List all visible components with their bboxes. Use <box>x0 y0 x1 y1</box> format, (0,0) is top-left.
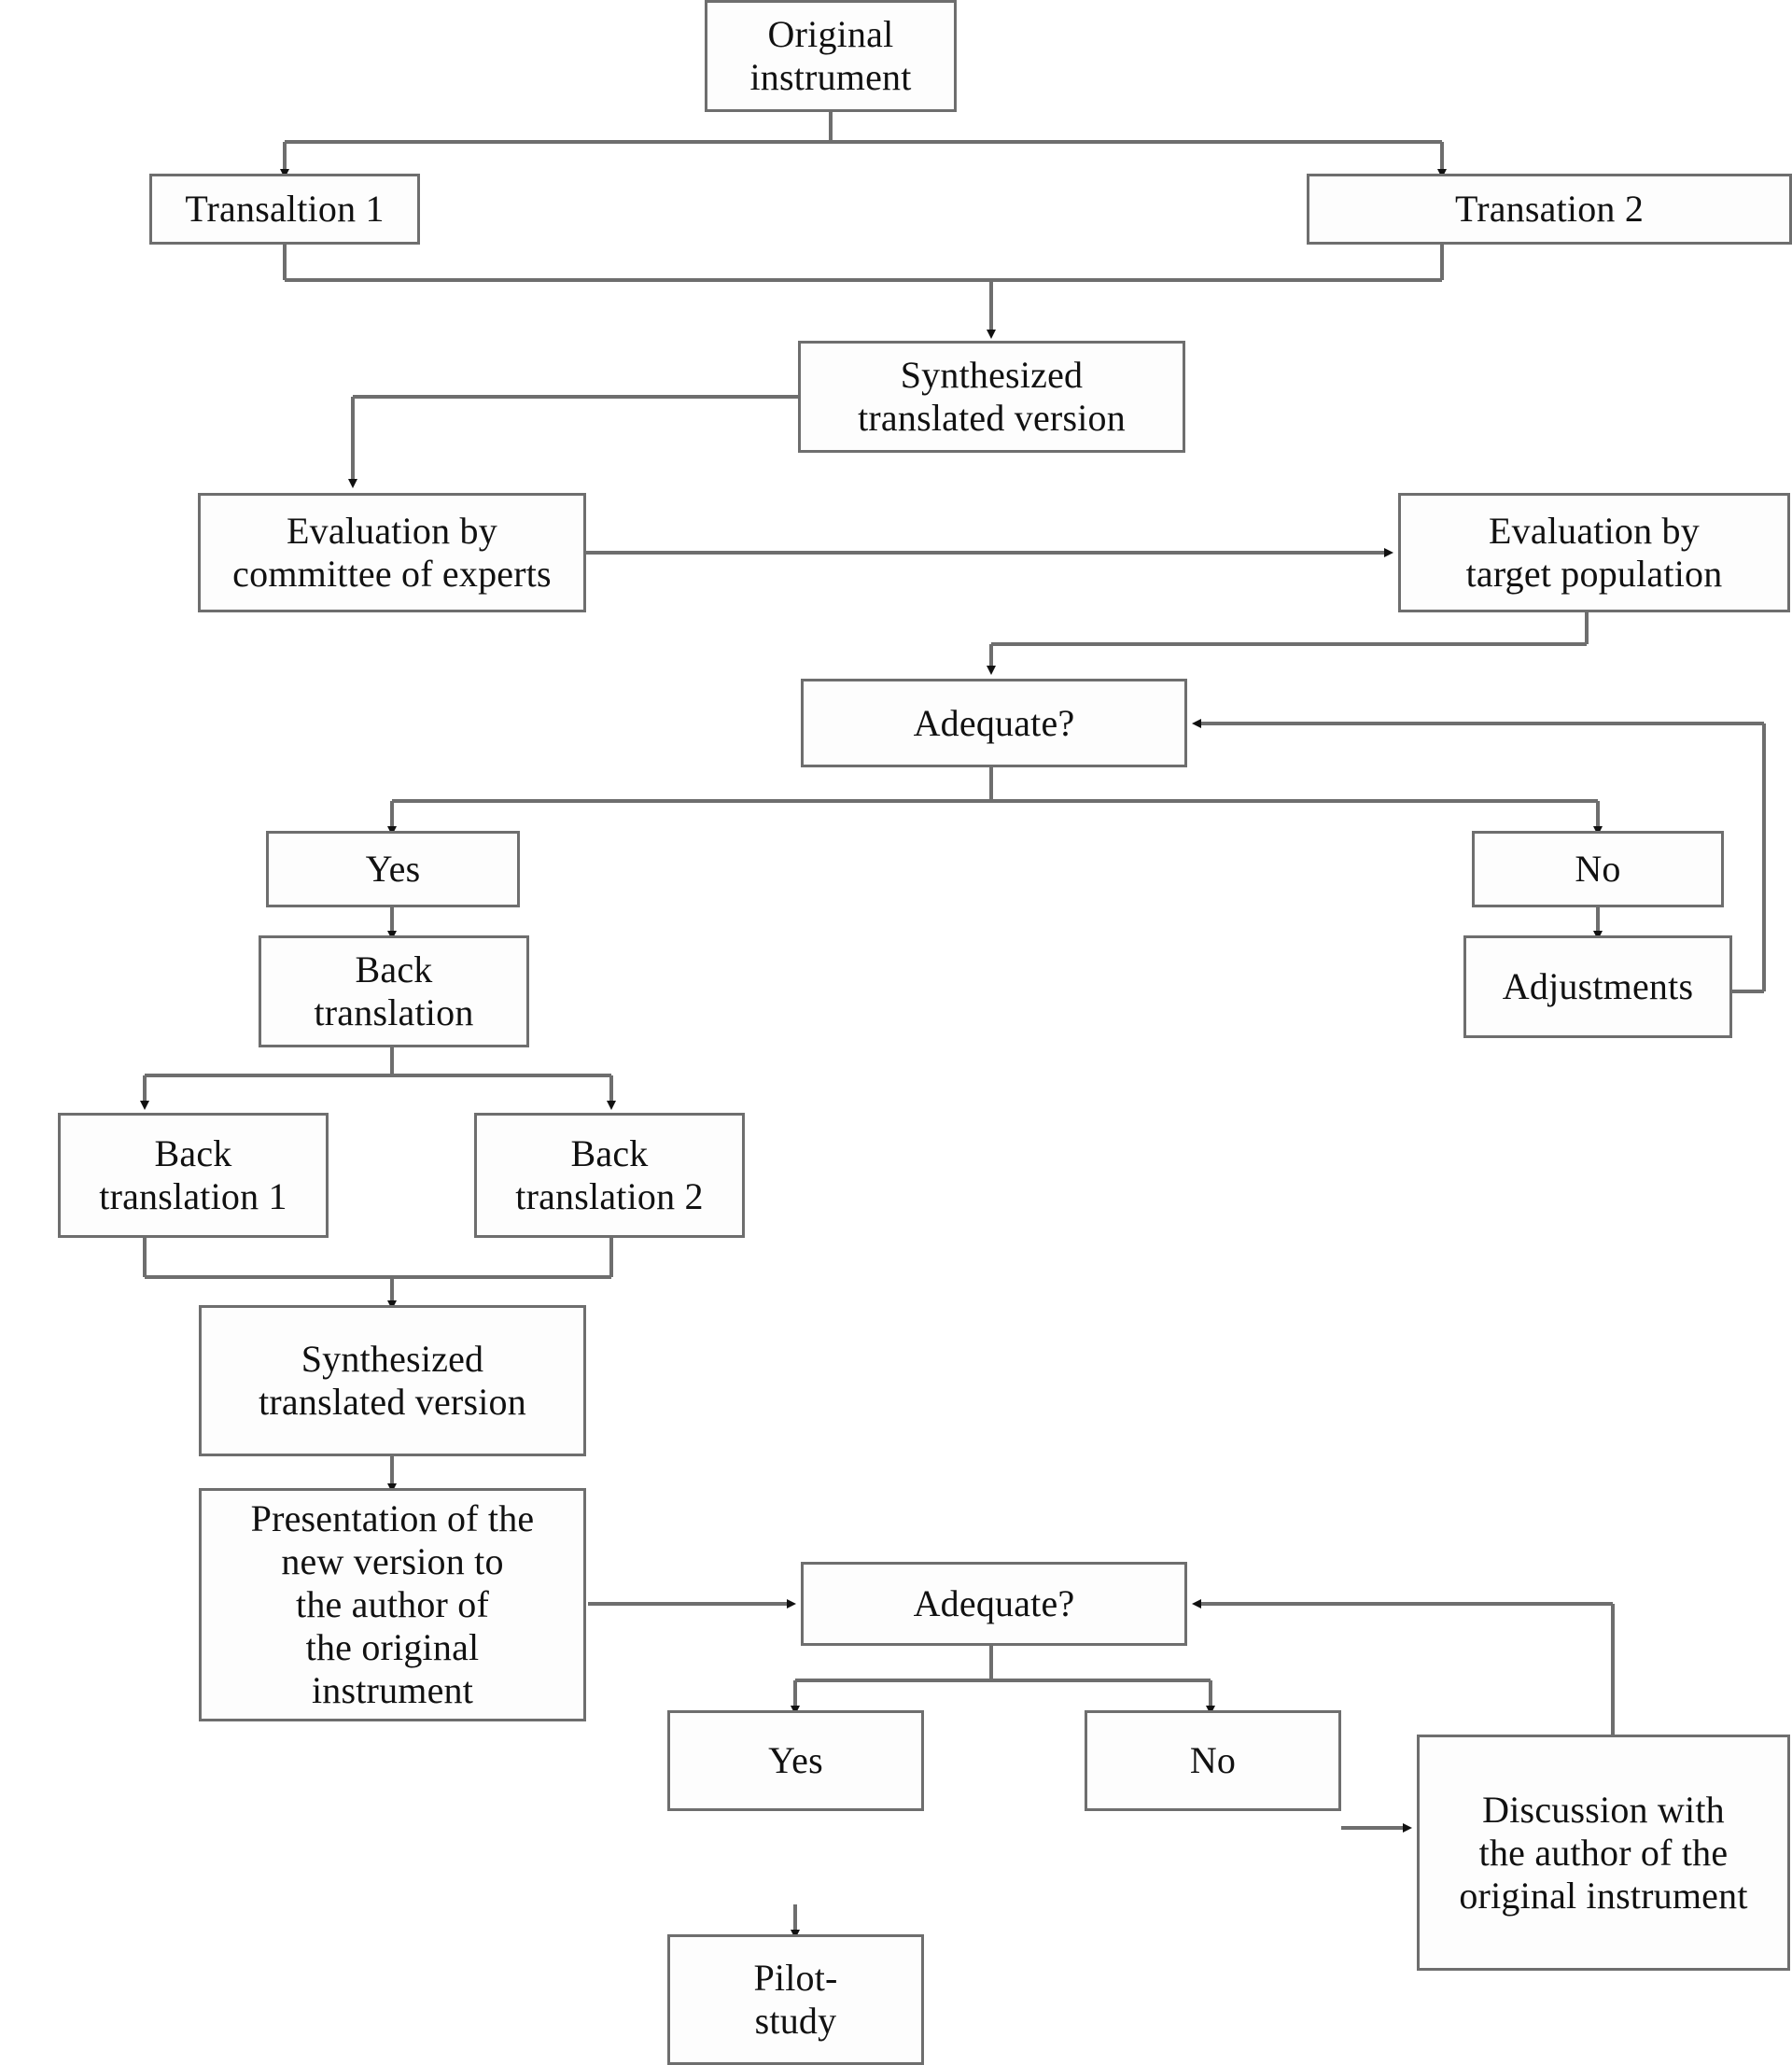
node-original-instrument-label: Original instrument <box>749 13 912 98</box>
node-translation-2-label: Transation 2 <box>1454 188 1645 230</box>
node-discussion-with-author-label: Discussion with the author of the origin… <box>1459 1788 1748 1917</box>
node-adjustments-label: Adjustments <box>1502 965 1694 1007</box>
node-evaluation-by-target-population[interactable]: Evaluation by target population <box>1398 493 1790 612</box>
node-yes-2-label: Yes <box>768 1739 823 1781</box>
node-adequate-2-label: Adequate? <box>913 1582 1075 1624</box>
node-synthesized-translated-version-1-label: Synthesized translated version <box>858 354 1126 439</box>
node-synthesized-translated-version-1[interactable]: Synthesized translated version <box>798 341 1185 453</box>
node-no-1-label: No <box>1575 848 1621 890</box>
node-pilot-study[interactable]: Pilot- study <box>667 1934 924 2065</box>
node-translation-2[interactable]: Transation 2 <box>1307 174 1792 245</box>
node-adequate-2[interactable]: Adequate? <box>801 1562 1187 1646</box>
node-translation-1-label: Transaltion 1 <box>185 188 385 230</box>
node-no-2-label: No <box>1189 1739 1237 1781</box>
node-back-translation-2[interactable]: Back translation 2 <box>474 1113 745 1238</box>
node-presentation-to-author[interactable]: Presentation of the new version to the a… <box>199 1488 586 1721</box>
node-back-translation-1-label: Back translation 1 <box>99 1132 287 1217</box>
node-adequate-1[interactable]: Adequate? <box>801 679 1187 767</box>
node-pilot-study-label: Pilot- study <box>753 1957 838 2042</box>
node-adequate-1-label: Adequate? <box>913 701 1075 744</box>
node-synthesized-translated-version-2[interactable]: Synthesized translated version <box>199 1305 586 1456</box>
node-evaluation-by-committee-of-experts[interactable]: Evaluation by committee of experts <box>198 493 586 612</box>
node-synthesized-translated-version-2-label: Synthesized translated version <box>259 1338 526 1423</box>
flowchart-canvas: Original instrument Transaltion 1 Transa… <box>58 0 1792 2065</box>
node-yes-2[interactable]: Yes <box>667 1710 924 1811</box>
node-original-instrument[interactable]: Original instrument <box>705 0 957 112</box>
node-back-translation[interactable]: Back translation <box>259 935 529 1047</box>
node-yes-1-label: Yes <box>365 848 421 890</box>
node-yes-1[interactable]: Yes <box>266 831 520 907</box>
node-presentation-to-author-label: Presentation of the new version to the a… <box>250 1497 535 1711</box>
node-adjustments[interactable]: Adjustments <box>1463 935 1732 1038</box>
node-back-translation-label: Back translation <box>314 948 474 1033</box>
node-no-1[interactable]: No <box>1472 831 1724 907</box>
node-back-translation-2-label: Back translation 2 <box>515 1132 704 1217</box>
node-discussion-with-author[interactable]: Discussion with the author of the origin… <box>1417 1735 1790 1971</box>
node-evaluation-by-target-population-label: Evaluation by target population <box>1465 510 1723 595</box>
node-back-translation-1[interactable]: Back translation 1 <box>58 1113 329 1238</box>
node-translation-1[interactable]: Transaltion 1 <box>149 174 420 245</box>
node-evaluation-by-committee-of-experts-label: Evaluation by committee of experts <box>232 510 552 595</box>
node-no-2[interactable]: No <box>1085 1710 1341 1811</box>
